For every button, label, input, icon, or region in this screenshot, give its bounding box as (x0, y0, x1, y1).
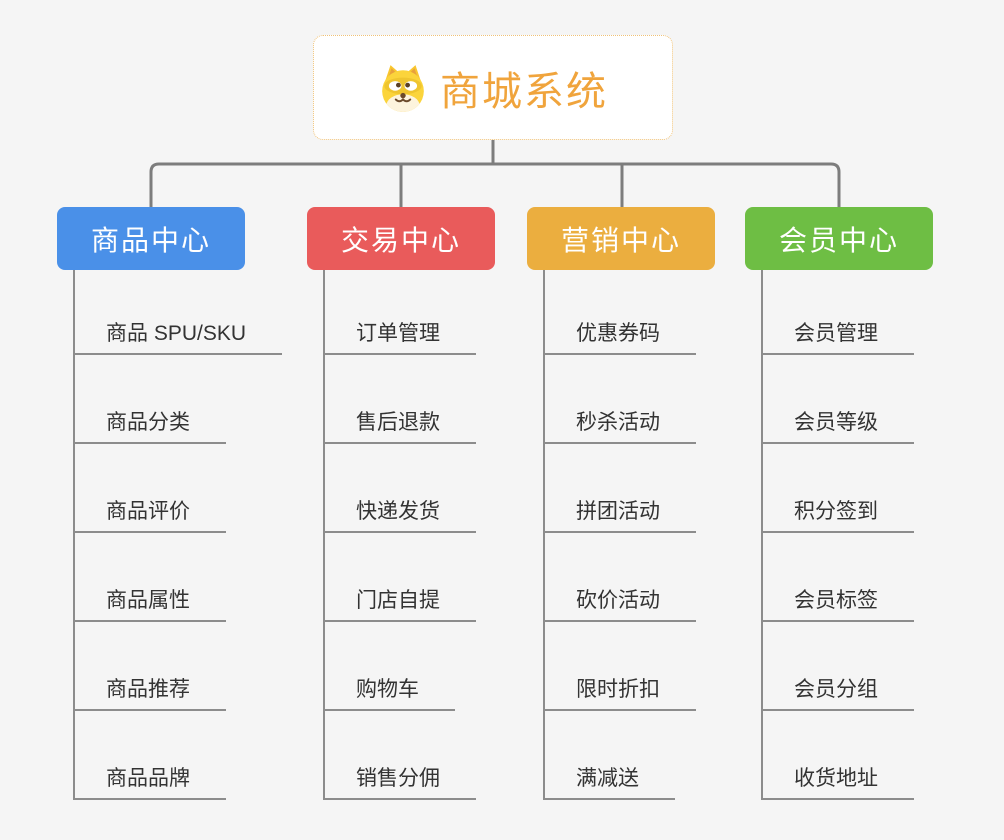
child-topic[interactable]: 商品 SPU/SKU (73, 321, 283, 355)
child-topic[interactable]: 满减送 (543, 766, 675, 800)
child-topic[interactable]: 快递发货 (323, 499, 476, 533)
child-topic[interactable]: 销售分佣 (323, 766, 476, 800)
branch-child-line (543, 270, 545, 800)
branch-children: 订单管理售后退款快递发货门店自提购物车销售分佣 (323, 270, 623, 800)
child-topic[interactable]: 商品属性 (73, 588, 226, 622)
child-topic[interactable]: 会员管理 (761, 321, 914, 355)
child-topic[interactable]: 商品推荐 (73, 677, 226, 711)
branch-group-product-center: 商品中心 商品 SPU/SKU 商品分类商品评价商品属性商品推荐商品品牌 (57, 207, 283, 800)
branch-group-member-center: 会员中心 会员管理会员等级积分签到会员标签会员分组收货地址 (745, 207, 933, 800)
child-topic[interactable]: 购物车 (323, 677, 455, 711)
root-node-label: 商城系统 (440, 69, 608, 114)
branch-group-trade-center: 交易中心 订单管理售后退款快递发货门店自提购物车销售分佣 (307, 207, 495, 800)
branch-group-marketing-center: 营销中心 优惠券码秒杀活动拼团活动砍价活动限时折扣满减送 (527, 207, 715, 800)
branch-node-product-center[interactable]: 商品中心 (57, 207, 245, 270)
child-topic[interactable]: 优惠券码 (543, 321, 696, 355)
branch-children: 优惠券码秒杀活动拼团活动砍价活动限时折扣满减送 (543, 270, 843, 800)
child-topic[interactable]: 收货地址 (761, 766, 914, 800)
dog-face-icon (382, 64, 424, 112)
child-topic[interactable]: 商品分类 (73, 410, 226, 444)
child-topic[interactable]: 商品品牌 (73, 766, 226, 800)
child-topic[interactable]: 砍价活动 (543, 588, 696, 622)
branch-child-line (73, 270, 75, 800)
branch-children: 会员管理会员等级积分签到会员标签会员分组收货地址 (761, 270, 1004, 800)
child-topic[interactable]: 售后退款 (323, 410, 476, 444)
branch-children: 商品 SPU/SKU 商品分类商品评价商品属性商品推荐商品品牌 (73, 270, 373, 800)
branch-node-trade-center[interactable]: 交易中心 (307, 207, 495, 270)
child-topic[interactable]: 积分签到 (761, 499, 914, 533)
branch-child-line (761, 270, 763, 800)
child-topic[interactable]: 会员标签 (761, 588, 914, 622)
child-topic[interactable]: 会员等级 (761, 410, 914, 444)
root-node[interactable]: 商城系统 (313, 35, 673, 140)
child-topic[interactable]: 拼团活动 (543, 499, 696, 533)
branch-node-member-center[interactable]: 会员中心 (745, 207, 933, 270)
child-topic[interactable]: 订单管理 (323, 321, 476, 355)
child-topic[interactable]: 商品评价 (73, 499, 226, 533)
branch-child-line (323, 270, 325, 800)
branch-node-marketing-center[interactable]: 营销中心 (527, 207, 715, 270)
child-topic[interactable]: 限时折扣 (543, 677, 696, 711)
child-topic[interactable]: 会员分组 (761, 677, 914, 711)
child-topic[interactable]: 门店自提 (323, 588, 476, 622)
child-topic[interactable]: 秒杀活动 (543, 410, 696, 444)
